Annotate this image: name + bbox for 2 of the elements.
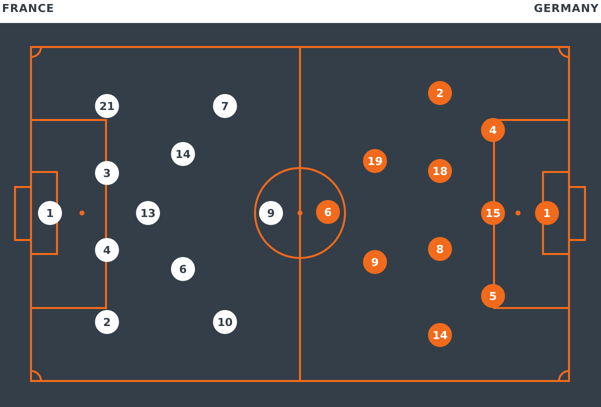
team-name: GERMANY	[534, 2, 599, 15]
team-name: FRANCE	[2, 2, 54, 15]
